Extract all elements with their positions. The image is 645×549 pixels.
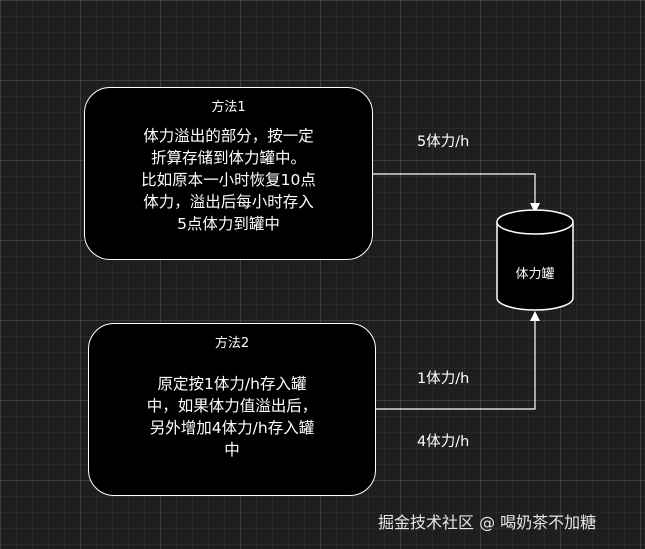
method2-title: 方法2 [214, 336, 250, 351]
method2-node: 方法2 原定按1体力/h存入罐 中，如果体力值溢出后， 另外增加4体力/h存入罐… [88, 323, 376, 496]
method2-line: 中，如果体力值溢出后， [146, 397, 318, 415]
edge-label-method2-base: 1体力/h [417, 371, 470, 387]
tank-cylinder [496, 209, 574, 311]
method2-body: 原定按1体力/h存入罐 中，如果体力值溢出后， 另外增加4体力/h存入罐 中 [89, 373, 375, 461]
edge-label-method1: 5体力/h [417, 134, 470, 150]
method1-line: 折算存储到体力罐中。 [150, 149, 306, 167]
edge-method2-to-tank [376, 311, 540, 410]
method1-line: 体力溢出的部分，按一定 [143, 127, 314, 145]
method1-line: 5点体力到罐中 [177, 215, 280, 233]
watermark: 掘金技术社区 @ 喝奶茶不加糖 [378, 513, 597, 532]
method2-line: 中 [224, 441, 240, 459]
edge-method1-to-tank [373, 173, 540, 213]
method1-body: 体力溢出的部分，按一定 折算存储到体力罐中。 比如原本一小时恢复10点 体力，溢… [85, 125, 372, 235]
tank-label: 体力罐 [515, 267, 555, 282]
method1-line: 体力，溢出后每小时存入 [143, 193, 314, 211]
edge-label-method2-extra: 4体力/h [417, 434, 470, 450]
method1-node: 方法1 体力溢出的部分，按一定 折算存储到体力罐中。 比如原本一小时恢复10点 … [84, 87, 373, 260]
method2-line: 另外增加4体力/h存入罐 [149, 419, 315, 437]
method2-line: 原定按1体力/h存入罐 [157, 375, 307, 393]
method1-title: 方法1 [211, 100, 246, 115]
method1-line: 比如原本一小时恢复10点 [141, 171, 316, 189]
